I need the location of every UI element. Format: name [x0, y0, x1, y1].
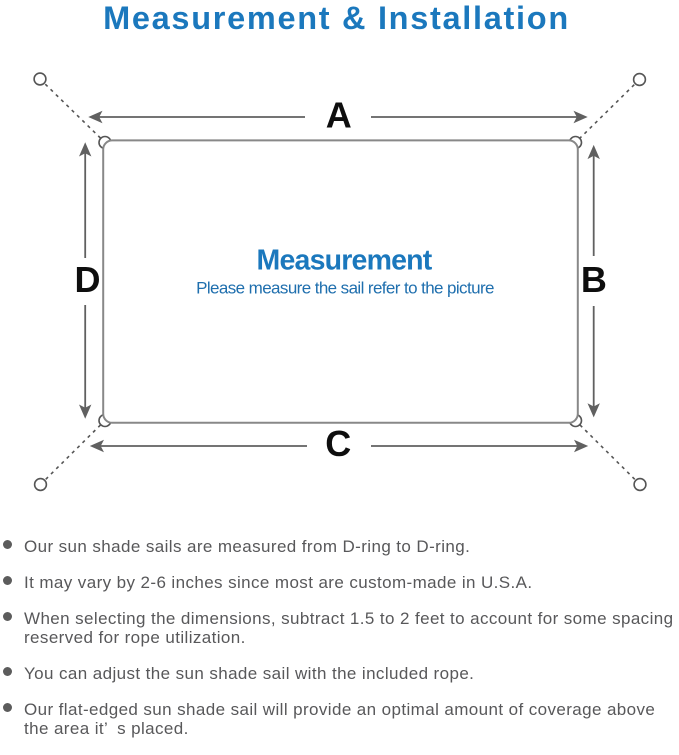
svg-text:A: A [326, 95, 352, 136]
svg-text:D: D [75, 259, 101, 300]
svg-text:Measurement: Measurement [257, 245, 433, 277]
svg-text:B: B [581, 259, 607, 300]
svg-text:C: C [325, 423, 351, 464]
svg-text:Please measure the sail refer: Please measure the sail refer to the pic… [196, 278, 494, 297]
